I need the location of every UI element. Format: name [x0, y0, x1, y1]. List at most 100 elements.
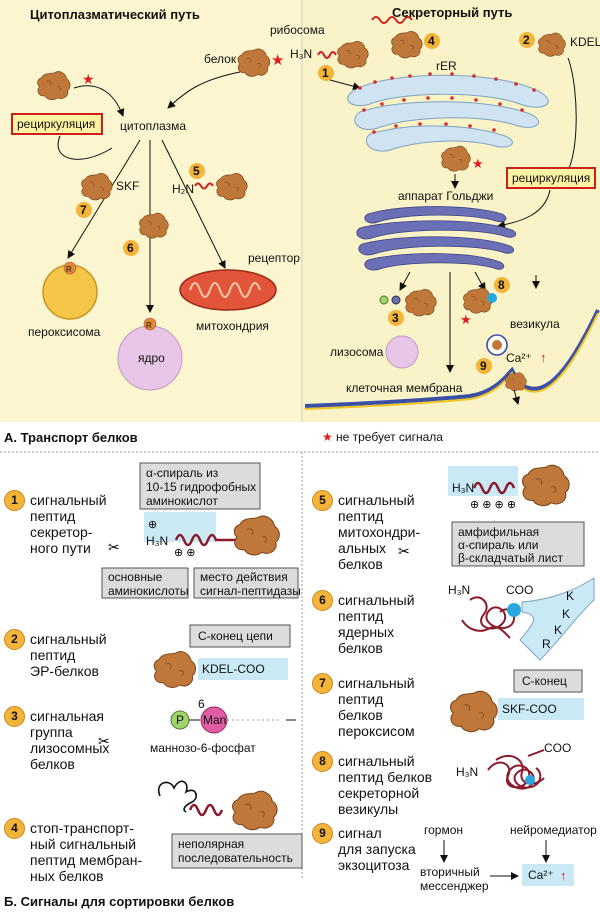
svg-text:H₃N: H₃N [448, 583, 470, 597]
item-8-number: 8 [312, 751, 333, 772]
num-3-icon [388, 310, 404, 326]
er-protein-blob-b [153, 651, 197, 688]
title-cytoplasmic: Цитоплазматический путь [30, 7, 200, 22]
peroxisome-protein-blob-b [449, 690, 498, 733]
recycling-box-left [11, 113, 103, 135]
svg-text:аминокислот: аминокислот [146, 494, 218, 508]
nls-receptor-icon [519, 577, 595, 661]
svg-text:KDEL-COO: KDEL-COO [202, 662, 265, 676]
ca-arrow-icon-b: ↑ [560, 868, 567, 883]
svg-text:сигнал-пептидазы: сигнал-пептидазы [200, 584, 301, 598]
svg-text:последовательность: последовательность [178, 851, 293, 865]
svg-text:β-складчатый лист: β-складчатый лист [458, 551, 563, 565]
second-messenger-label-1: вторичный [420, 865, 480, 879]
svg-text:⊕: ⊕ [148, 519, 157, 531]
svg-text:2: 2 [523, 33, 530, 47]
svg-text:K: K [554, 623, 562, 637]
mitochondrion [179, 269, 277, 311]
alpha-helix-callout [139, 462, 261, 510]
num-1-icon [318, 65, 334, 81]
hormone-label: гормон [424, 823, 463, 837]
panel-a-caption: А. Транспорт белков [4, 430, 138, 445]
second-messenger-label-2: мессенджер [420, 879, 489, 893]
svg-text:H₃N: H₃N [452, 481, 474, 495]
svg-text:8: 8 [498, 278, 505, 292]
rer-label: rER [436, 59, 457, 73]
mito-label: митохондрия [196, 319, 269, 333]
protein-label: белок [204, 52, 237, 66]
c-term-callout [189, 624, 291, 648]
golgi-apparatus [356, 206, 517, 271]
vesicle-protein-chain-icon [487, 749, 545, 790]
item-1-text: сигнальный пептид секретор- ного пути [30, 492, 107, 556]
svg-text:⊕ ⊕ ⊕ ⊕: ⊕ ⊕ ⊕ ⊕ [470, 499, 516, 511]
svg-text:COO: COO [506, 583, 533, 597]
skf-label: SKF [116, 179, 139, 193]
nucleus: R [117, 317, 183, 391]
plasma-membrane [304, 309, 600, 408]
h3n-label: H₃N [290, 47, 312, 61]
item-4-text: стоп-транспорт- ный сигнальный пептид ме… [30, 820, 143, 884]
ribosome-coil-icon [371, 16, 413, 24]
receptor-label: рецептор [248, 251, 300, 265]
item-3-text: сигнальная группа лизосомных белков [30, 708, 110, 772]
svg-text:⊕ ⊕: ⊕ ⊕ [174, 547, 196, 559]
svg-text:7: 7 [80, 203, 87, 217]
svg-text:5: 5 [193, 164, 200, 178]
svg-text:10-15 гидрофобных: 10-15 гидрофобных [146, 480, 256, 494]
svg-text:амфифильная: амфифильная [458, 525, 539, 539]
svg-text:R: R [146, 321, 152, 330]
secreted-protein-blob [233, 515, 280, 556]
scissors-icon: ✂ [108, 539, 120, 555]
m6p-icon [379, 295, 389, 305]
recycling-box-right [506, 167, 596, 189]
signal-peptide-icon [317, 51, 337, 59]
scissors-icon-5: ✂ [398, 543, 410, 559]
svg-text:неполярная: неполярная [178, 837, 244, 851]
membrane-protein-blob-b [232, 790, 278, 831]
svg-text:9: 9 [480, 359, 487, 373]
item-2-number: 2 [4, 629, 25, 650]
num-2-icon [519, 32, 535, 48]
svg-text:SKF-COO: SKF-COO [502, 702, 557, 716]
num-5-icon [189, 163, 205, 179]
panel-b-caption: Б. Сигналы для сортировки белков [4, 894, 234, 909]
vesicle-label: везикула [510, 317, 560, 331]
neurotransmitter-label: нейромедиатор [510, 823, 597, 837]
svg-text:COO: COO [544, 741, 571, 755]
star-icon: ★ [271, 52, 284, 69]
num-8-icon [494, 277, 510, 293]
item-8-text: сигнальный пептид белков секреторной вез… [338, 753, 433, 817]
cytosolic-domain-icon [157, 780, 198, 813]
golgi-label: аппарат Гольджи [398, 189, 493, 203]
nonpolar-callout [171, 833, 303, 869]
item-5-number: 5 [312, 490, 333, 511]
svg-text:K: K [562, 607, 570, 621]
svg-text:3: 3 [392, 311, 399, 325]
mito-protein-blob-b [521, 464, 570, 507]
num-6-icon [123, 240, 139, 256]
ca-label-b: Ca²⁺ [528, 868, 554, 882]
svg-text:α-спираль или: α-спираль или [458, 538, 538, 552]
peroxisome-label: пероксисома [28, 325, 101, 339]
ca-arrow-icon: ↑ [540, 350, 547, 365]
amphipathic-callout [451, 521, 585, 567]
item-7-text: сигнальный пептид белков пероксисом [338, 675, 415, 739]
svg-text:R: R [66, 265, 72, 274]
svg-text:Man: Man [203, 713, 226, 727]
svg-text:P: P [176, 713, 184, 727]
transmembrane-helix-icon [188, 803, 224, 817]
recycling-left-label: рециркуляция [17, 117, 95, 131]
svg-text:K: K [566, 589, 574, 603]
item-5-text: сигнальный пептид митохондри- альных бел… [338, 492, 421, 572]
item-6-number: 6 [312, 590, 333, 611]
ca-label: Ca²⁺ [506, 351, 532, 365]
kdel-label: KDEL [570, 35, 600, 49]
svg-text:основные: основные [108, 570, 163, 584]
basic-aa-callout [101, 567, 189, 599]
num-4-icon [424, 33, 440, 49]
item-9-number: 9 [312, 823, 333, 844]
rough-er [347, 72, 549, 152]
